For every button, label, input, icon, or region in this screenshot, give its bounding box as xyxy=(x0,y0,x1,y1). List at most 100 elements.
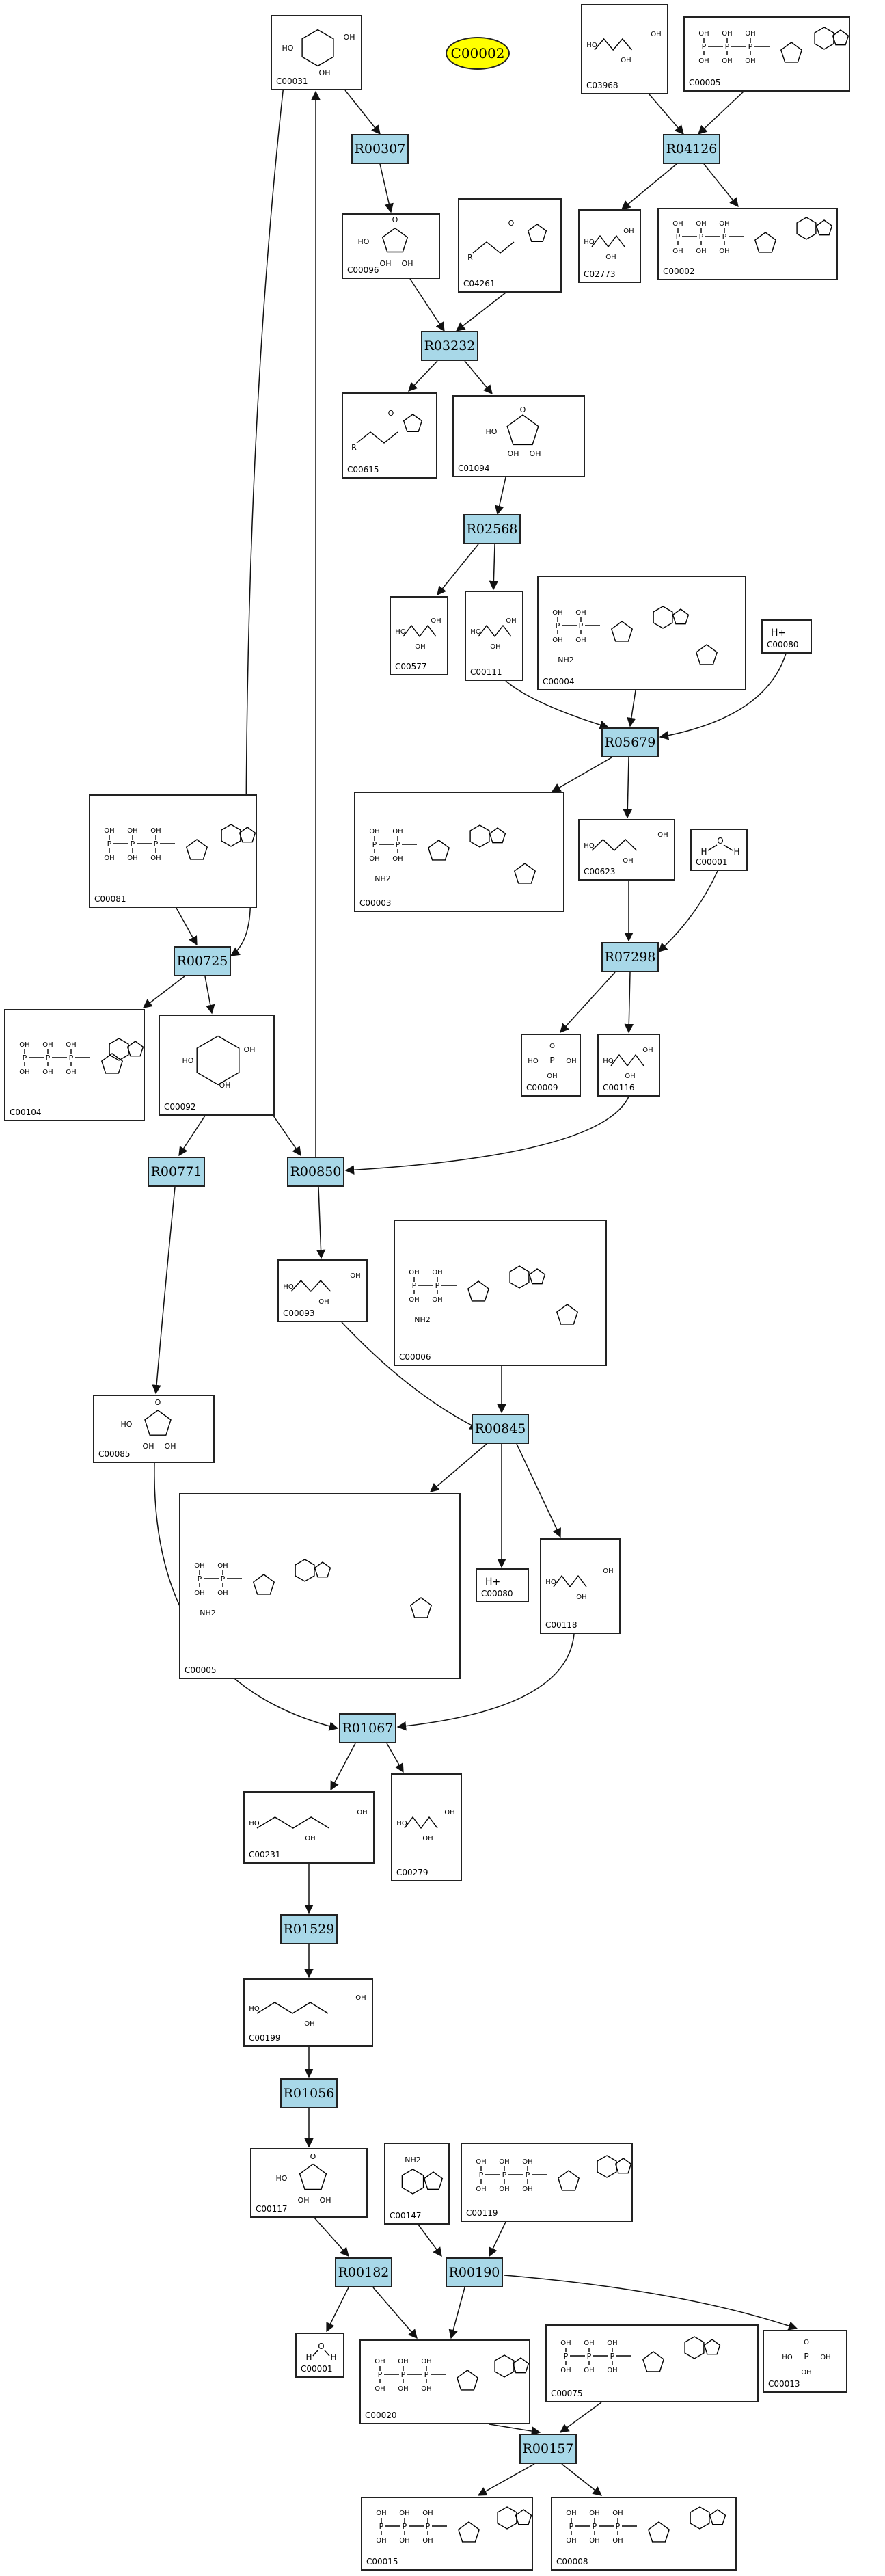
reaction-node[interactable]: R00850 xyxy=(287,1157,344,1187)
reaction-edge xyxy=(505,680,610,729)
reaction-edge xyxy=(142,976,185,1008)
svg-text:OH: OH xyxy=(589,2510,599,2517)
reaction-edge xyxy=(273,1115,301,1157)
map-node-c00002[interactable]: C00002 xyxy=(446,37,510,70)
reaction-node[interactable]: R00157 xyxy=(519,2434,577,2464)
reaction-edge xyxy=(396,1633,575,1731)
svg-text:OH: OH xyxy=(19,1041,29,1049)
svg-text:O: O xyxy=(310,2152,316,2161)
reaction-edge xyxy=(386,1743,404,1773)
svg-text:OH: OH xyxy=(490,643,500,651)
svg-text:OH: OH xyxy=(320,2196,331,2205)
compound-box[interactable]: H+C00080 xyxy=(761,619,812,654)
svg-text:OH: OH xyxy=(244,1045,256,1054)
reaction-edge xyxy=(204,976,215,1015)
reaction-node[interactable]: R00307 xyxy=(351,134,409,164)
reaction-node[interactable]: R00725 xyxy=(174,946,231,976)
svg-text:P: P xyxy=(526,2171,530,2179)
reaction-node[interactable]: R02568 xyxy=(463,514,521,544)
svg-text:OH: OH xyxy=(66,1041,76,1049)
reaction-edge xyxy=(627,690,636,727)
svg-text:P: P xyxy=(221,1574,226,1583)
svg-text:OH: OH xyxy=(745,57,755,65)
svg-text:P: P xyxy=(424,2370,429,2379)
svg-text:OH: OH xyxy=(392,828,403,835)
reaction-edge xyxy=(455,292,506,332)
reaction-node[interactable]: R05679 xyxy=(601,727,659,757)
reaction-node[interactable]: R07298 xyxy=(601,942,659,972)
reaction-node[interactable]: R04126 xyxy=(663,134,720,164)
compound-id: C00005 xyxy=(185,1665,217,1675)
structure-drawing: HOH xyxy=(700,836,739,857)
reaction-node[interactable]: R00845 xyxy=(472,1414,529,1444)
svg-text:OH: OH xyxy=(584,2367,594,2374)
compound-id: C00080 xyxy=(481,1589,513,1598)
reaction-node[interactable]: R01056 xyxy=(280,2078,338,2108)
svg-text:HO: HO xyxy=(249,1820,260,1827)
svg-text:OH: OH xyxy=(607,2339,617,2347)
svg-text:R: R xyxy=(351,443,357,452)
svg-text:OH: OH xyxy=(194,1562,204,1570)
svg-text:OH: OH xyxy=(409,1296,419,1304)
svg-text:OH: OH xyxy=(104,827,114,835)
compound-id: C00092 xyxy=(164,1102,196,1112)
reaction-node[interactable]: R03232 xyxy=(421,331,478,361)
svg-text:P: P xyxy=(502,2171,507,2179)
compound-id: C00002 xyxy=(663,267,695,276)
svg-text:OH: OH xyxy=(698,57,709,65)
compound-box[interactable]: H+C00080 xyxy=(476,1568,529,1602)
reaction-node[interactable]: R01529 xyxy=(280,1914,338,1944)
svg-text:P: P xyxy=(702,42,707,51)
svg-text:NH2: NH2 xyxy=(558,656,574,665)
reaction-node[interactable]: R01067 xyxy=(339,1713,396,1743)
svg-text:OH: OH xyxy=(375,2385,385,2393)
svg-text:OH: OH xyxy=(355,1994,366,2002)
reaction-node[interactable]: R00182 xyxy=(335,2257,392,2287)
reaction-node[interactable]: R00190 xyxy=(446,2257,503,2287)
reaction-node[interactable]: R00771 xyxy=(148,1157,205,1187)
